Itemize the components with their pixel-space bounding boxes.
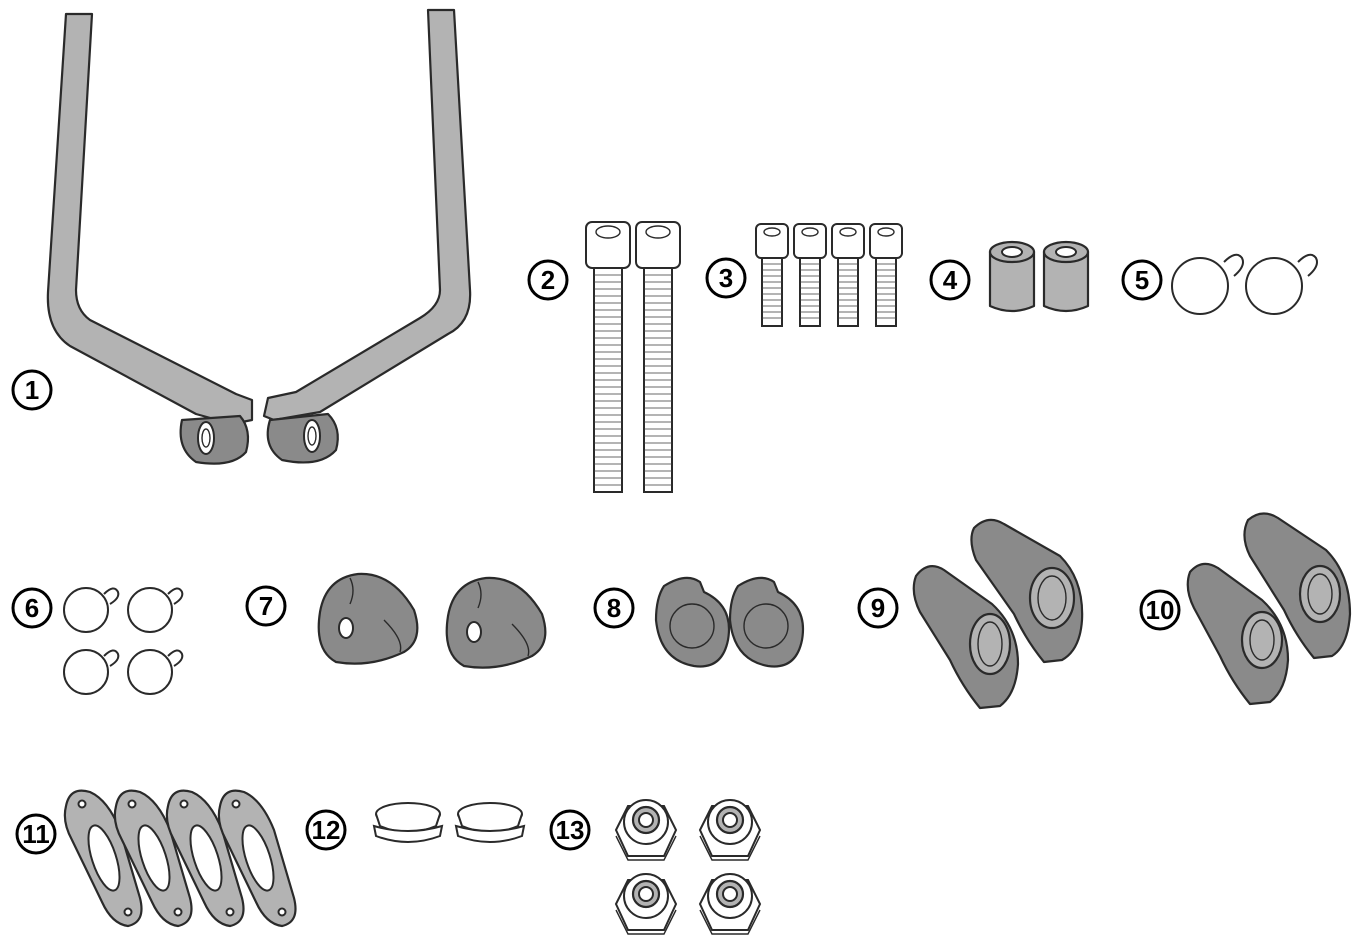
- callout-12: 12: [305, 809, 347, 851]
- callout-13-number: 13: [556, 815, 585, 845]
- callout-12-number: 12: [312, 815, 341, 845]
- callout-6-number: 6: [25, 593, 39, 623]
- part-2-long-bolts: [585, 221, 681, 493]
- callout-5: 5: [1121, 259, 1163, 301]
- part-9-bracket-covers: [912, 518, 1084, 710]
- callout-2: 2: [527, 259, 569, 301]
- part-4-spacers: [988, 240, 1090, 313]
- callout-3-number: 3: [719, 263, 733, 293]
- callout-3: 3: [705, 257, 747, 299]
- part-7-clamp-knobs: [317, 572, 547, 669]
- callout-11-number: 11: [22, 819, 50, 849]
- callout-1-number: 1: [25, 375, 39, 405]
- callout-10-number: 10: [1146, 595, 1175, 625]
- callout-11: 11: [15, 813, 57, 855]
- callout-8-number: 8: [607, 593, 621, 623]
- part-5-large-washers: [1171, 253, 1318, 315]
- callout-6: 6: [11, 587, 53, 629]
- callout-5-number: 5: [1135, 265, 1149, 295]
- callout-2-number: 2: [541, 265, 555, 295]
- callout-9-number: 9: [871, 593, 885, 623]
- callout-1: 1: [11, 369, 53, 411]
- callout-4-number: 4: [943, 265, 958, 295]
- part-3-short-bolts: [755, 223, 903, 327]
- callout-7-number: 7: [259, 591, 273, 621]
- callout-7: 7: [245, 585, 287, 627]
- callout-10: 10: [1139, 589, 1181, 631]
- callout-8: 8: [593, 587, 635, 629]
- part-10-bracket-covers: [1186, 512, 1352, 706]
- part-12-caps: [372, 802, 525, 843]
- callout-4: 4: [929, 259, 971, 301]
- callout-13: 13: [549, 809, 591, 851]
- part-1-bracket-arms: [46, 8, 472, 465]
- part-8-clamp-rings: [654, 576, 805, 668]
- part-6-small-washers: [63, 587, 184, 695]
- part-13-lock-nuts: [614, 798, 762, 936]
- callout-9: 9: [857, 587, 899, 629]
- part-11-gaskets: [63, 789, 297, 928]
